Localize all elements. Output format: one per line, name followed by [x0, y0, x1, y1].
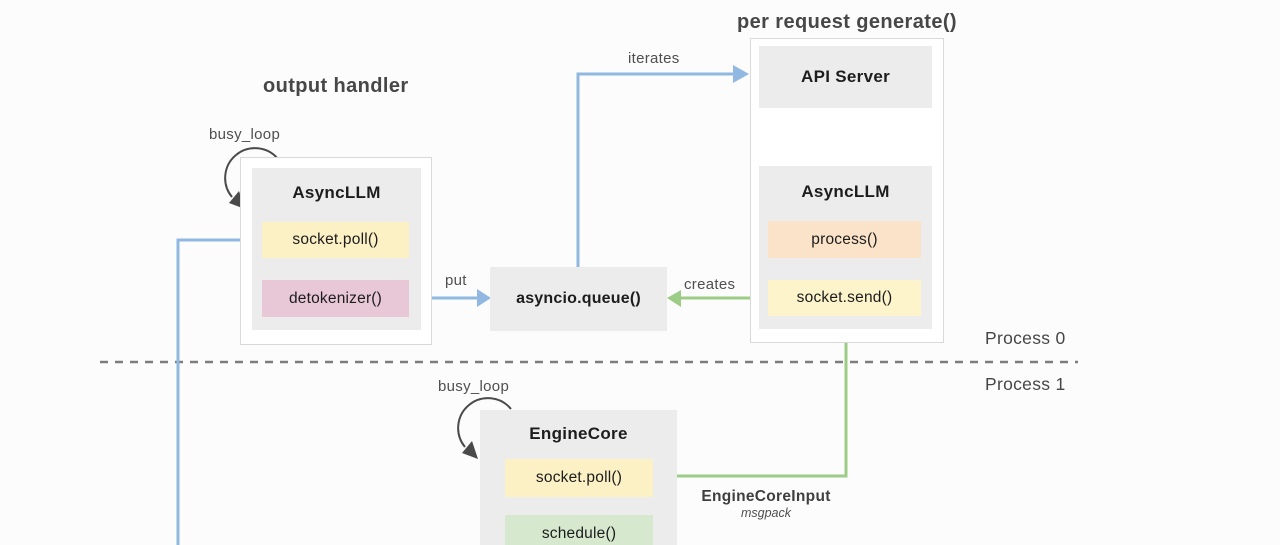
put-arrowhead-icon — [477, 289, 491, 307]
process0-label: Process 0 — [985, 328, 1066, 348]
socket-send-chip: socket.send() — [768, 280, 921, 316]
schedule-chip: schedule() — [505, 515, 653, 545]
put-label: put — [445, 272, 467, 289]
busy-loop-left-label: busy_loop — [209, 126, 281, 143]
asyncio-queue-box: asyncio.queue() — [490, 267, 667, 331]
iterates-label: iterates — [628, 50, 680, 67]
detokenizer-chip: detokenizer() — [262, 280, 409, 317]
output-handler-title: output handler — [263, 75, 409, 97]
engine-core-title: EngineCore — [529, 424, 628, 443]
asyncllm-right-title: AsyncLLM — [801, 182, 890, 201]
socket-poll-engine-chip: socket.poll() — [505, 459, 653, 497]
process-chip: process() — [768, 221, 921, 258]
process1-label: Process 1 — [985, 374, 1066, 394]
per-request-title: per request generate() — [737, 11, 957, 33]
creates-arrowhead-icon — [667, 290, 681, 307]
busy-loop-bottom-arrowhead-icon — [462, 441, 478, 459]
socket-poll-left-chip: socket.poll() — [262, 222, 409, 258]
asyncllm-left-title: AsyncLLM — [292, 183, 381, 202]
creates-label: creates — [684, 276, 736, 293]
feed-arrow-line — [176, 238, 248, 545]
busy-loop-bottom-label: busy_loop — [438, 378, 510, 395]
api-server-box: API Server — [759, 46, 932, 108]
iterates-arrow-line — [576, 72, 733, 267]
msgpack-label: msgpack — [740, 506, 792, 520]
iterates-arrowhead-icon — [733, 65, 749, 83]
enginecore-input-label: EngineCoreInput — [701, 488, 831, 505]
